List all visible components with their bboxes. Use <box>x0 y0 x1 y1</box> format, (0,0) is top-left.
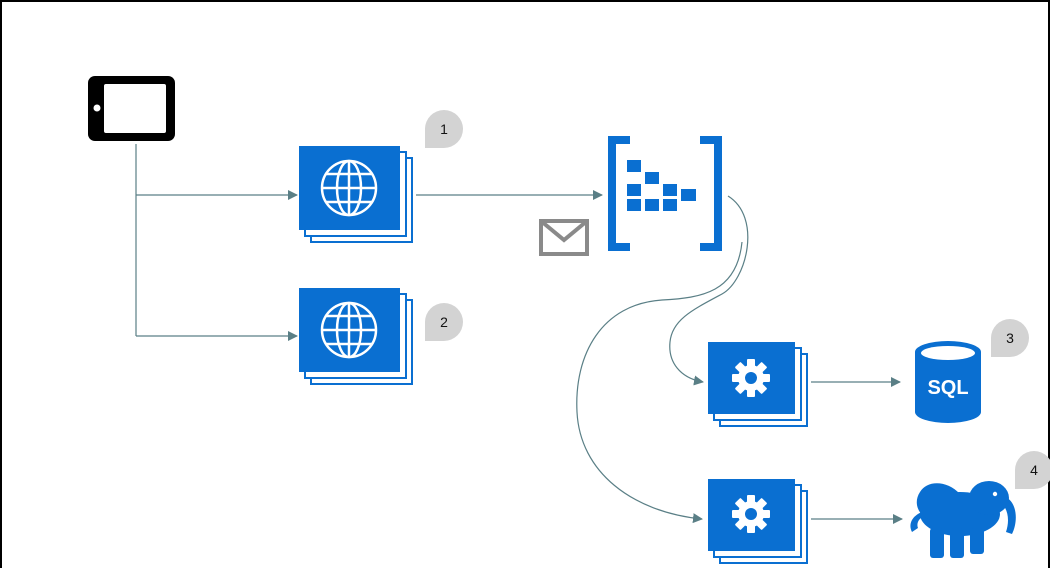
connector-queue-to-worker-1 <box>669 195 749 386</box>
connector-queue-to-worker-2 <box>576 241 743 524</box>
sql-database-icon: SQL <box>915 341 981 423</box>
web-app-1 <box>299 146 413 243</box>
sql-label: SQL <box>927 377 968 399</box>
badge-3: 3 <box>991 319 1029 357</box>
gear-icon <box>732 359 770 397</box>
worker-2 <box>708 479 808 564</box>
connectors <box>135 144 903 524</box>
gear-icon <box>732 495 770 533</box>
hadoop-elephant-icon <box>910 481 1016 558</box>
badge-1: 1 <box>425 110 463 148</box>
globe-icon <box>320 301 378 359</box>
globe-icon <box>320 159 378 217</box>
event-hub-icon <box>608 136 722 251</box>
badge-4: 4 <box>1015 451 1050 489</box>
tablet-icon <box>88 76 175 141</box>
web-app-2 <box>299 288 413 385</box>
envelope-icon <box>539 219 589 256</box>
worker-1 <box>708 342 808 427</box>
badge-2: 2 <box>425 303 463 341</box>
